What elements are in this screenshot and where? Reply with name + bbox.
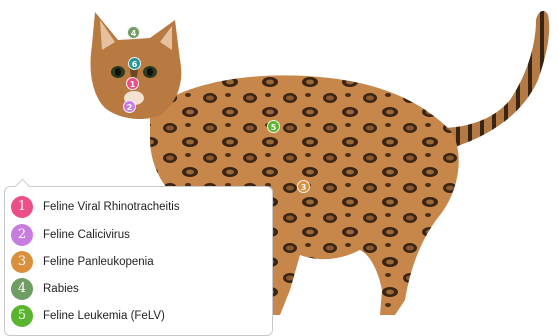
legend-number-badge: 2: [11, 224, 33, 246]
legend-number-badge: 4: [11, 278, 33, 300]
legend-item-4[interactable]: 4 Rabies: [11, 278, 79, 300]
marker-6[interactable]: 6: [128, 57, 141, 70]
legend-item-2[interactable]: 2 Feline Calicivirus: [11, 224, 130, 246]
legend-number-badge: 1: [11, 196, 33, 218]
legend-label: Feline Calicivirus: [43, 229, 130, 241]
marker-2[interactable]: 2: [123, 100, 136, 113]
legend-item-1[interactable]: 1 Feline Viral Rhinotracheitis: [11, 196, 180, 218]
legend-item-5[interactable]: 5 Feline Leukemia (FeLV): [11, 305, 165, 327]
legend-label: Feline Viral Rhinotracheitis: [43, 201, 180, 213]
marker-1[interactable]: 1: [126, 77, 139, 90]
legend-label: Feline Panleukopenia: [43, 256, 154, 268]
marker-5[interactable]: 5: [267, 120, 280, 133]
marker-4[interactable]: 4: [127, 26, 140, 39]
legend-label: Feline Leukemia (FeLV): [43, 310, 165, 322]
legend-number-badge: 5: [11, 305, 33, 327]
vaccine-legend: 1 Feline Viral Rhinotracheitis 2 Feline …: [4, 186, 273, 336]
legend-number-badge: 3: [11, 251, 33, 273]
legend-item-3[interactable]: 3 Feline Panleukopenia: [11, 251, 154, 273]
marker-3[interactable]: 3: [297, 180, 310, 193]
legend-label: Rabies: [43, 283, 79, 295]
